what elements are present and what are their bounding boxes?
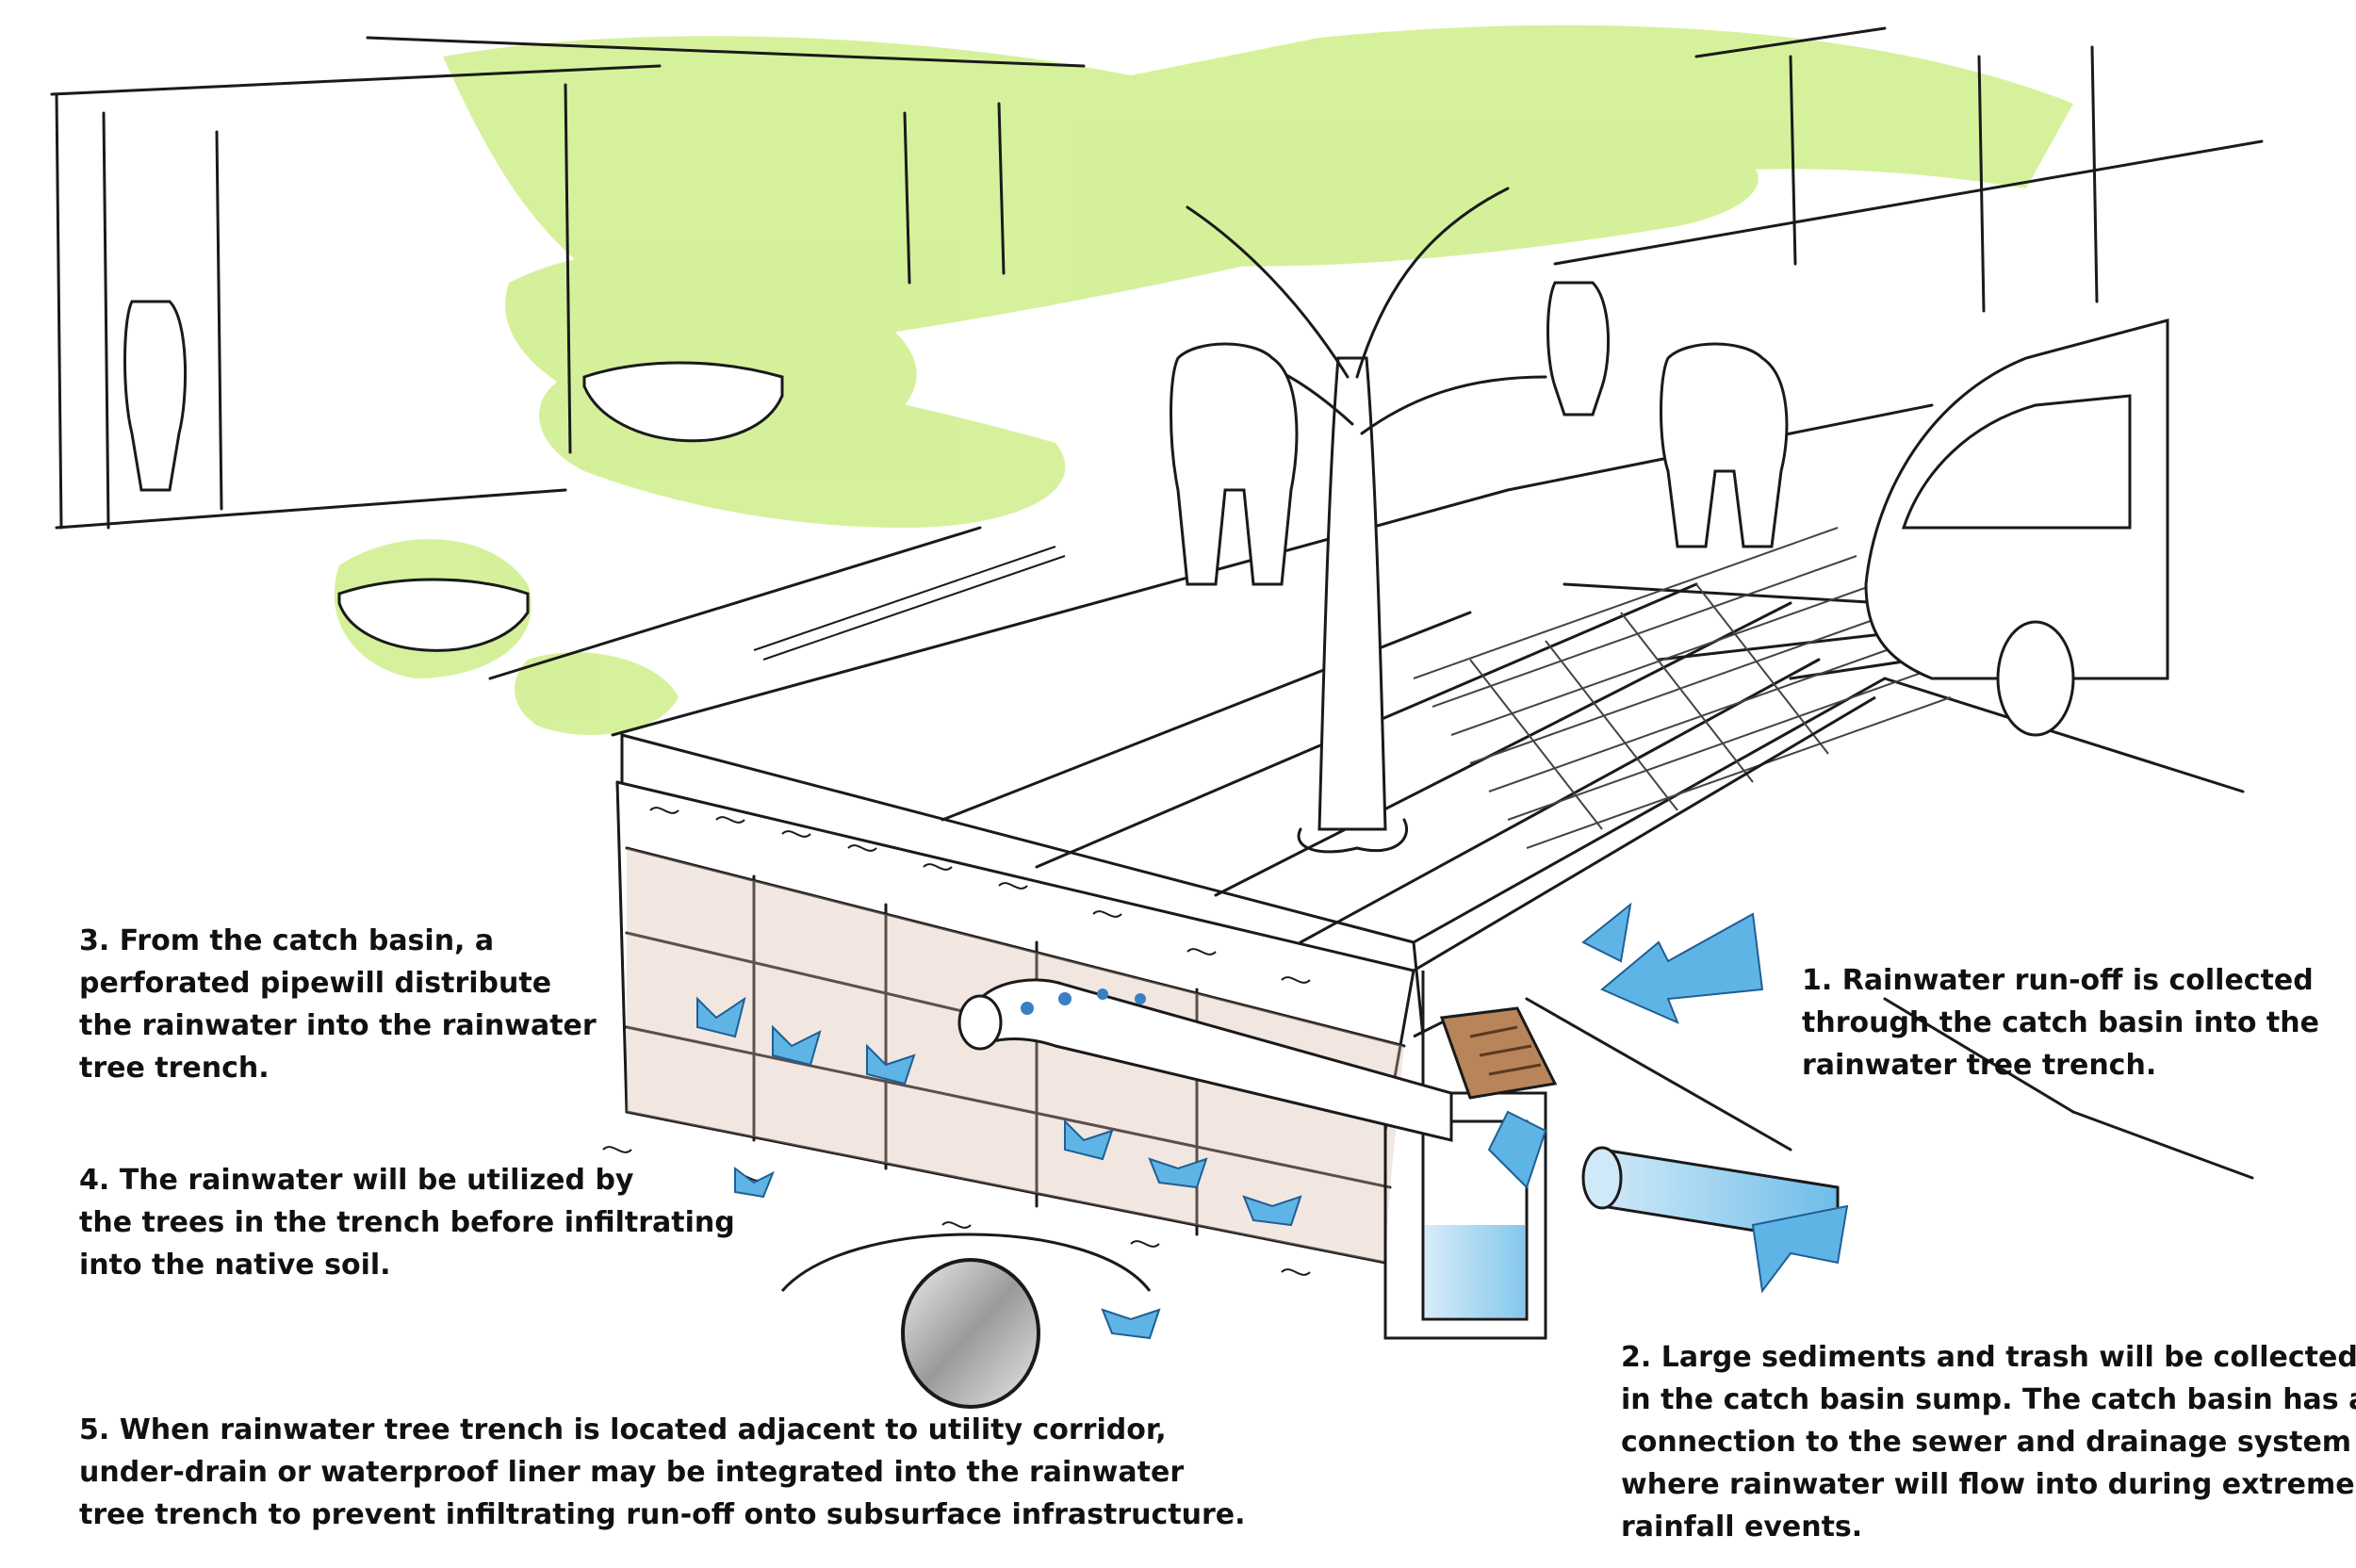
annotation-step-4-line: the trees in the trench before infiltrat… (79, 1206, 735, 1239)
flow-arrows (696, 902, 1849, 1340)
pedestrians (123, 281, 1789, 586)
annotation-step-5-line: 5. When rainwater tree trench is located… (79, 1413, 1167, 1446)
sidewalk (488, 403, 2254, 1180)
street-tree (1317, 356, 1387, 831)
annotation-step-2-line: connection to the sewer and drainage sys… (1621, 1426, 2352, 1459)
pipe-perforations (1021, 988, 1146, 1015)
annotation-step-3-line: the rainwater into the rainwater (79, 1009, 597, 1042)
parked-car (1864, 318, 2169, 737)
catch-basin-water (1425, 1225, 1525, 1317)
annotation-step-5-line: tree trench to prevent infiltrating run-… (79, 1498, 1246, 1531)
annotation-step-3-line: perforated pipewill distribute (79, 967, 552, 1000)
utility-pipe-soil-arc (780, 1233, 1152, 1292)
annotation-step-3-line: tree trench. (79, 1052, 270, 1085)
annotation-step-1: 1. Rainwater run-off is collected throug… (1802, 959, 2319, 1086)
annotation-step-2-line: where rainwater will flow into during ex… (1621, 1468, 2355, 1501)
annotation-step-1-line: through the catch basin into the (1802, 1006, 2319, 1039)
annotation-step-2: 2. Large sediments and trash will be col… (1621, 1336, 2356, 1548)
annotation-step-1-line: rainwater tree trench. (1802, 1049, 2157, 1082)
trench-drain (753, 546, 1066, 661)
annotation-step-4-line: into the native soil. (79, 1249, 391, 1282)
annotation-step-2-line: rainfall events. (1621, 1511, 1863, 1544)
annotation-step-5-line: under-drain or waterproof liner may be i… (79, 1456, 1185, 1489)
planters (337, 361, 784, 652)
foliage-wash (334, 24, 2073, 735)
annotation-step-1-line: 1. Rainwater run-off is collected (1802, 964, 2314, 997)
annotation-step-4: 4. The rainwater will be utilized by the… (79, 1159, 735, 1286)
utility-pipe (901, 1258, 1040, 1409)
annotation-step-5: 5. When rainwater tree trench is located… (79, 1409, 1246, 1536)
building-lines (50, 26, 2264, 530)
annotation-step-3: 3. From the catch basin, a perforated pi… (79, 920, 597, 1089)
perforated-pipe (957, 978, 1453, 1142)
annotation-step-3-line: 3. From the catch basin, a (79, 924, 495, 957)
annotation-step-2-line: 2. Large sediments and trash will be col… (1621, 1341, 2356, 1374)
grate-slots (1469, 1025, 1542, 1076)
annotation-step-4-line: 4. The rainwater will be utilized by (79, 1164, 634, 1197)
annotation-step-2-line: in the catch basin sump. The catch basin… (1621, 1383, 2356, 1416)
paver-hatch (1413, 527, 1952, 849)
